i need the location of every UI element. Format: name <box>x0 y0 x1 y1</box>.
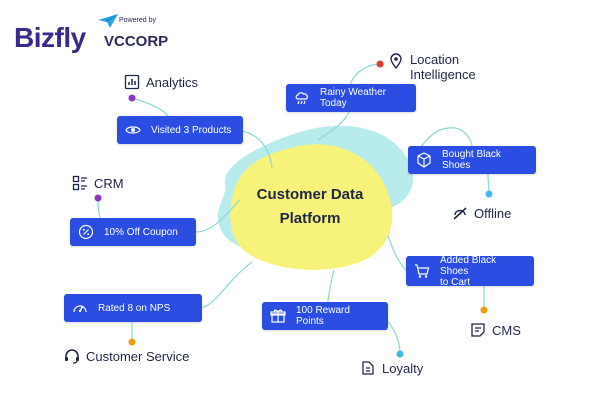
partner-logo: VCCORP <box>104 33 169 50</box>
gauge-icon <box>73 305 87 313</box>
category-cms-label: CMS <box>492 322 521 338</box>
cart-icon <box>415 264 430 278</box>
node-added-to-cart[interactable]: Added Black Shoes to Cart <box>406 255 534 288</box>
category-analytics: Analytics <box>124 74 198 90</box>
dot-orange-service <box>128 338 136 346</box>
node-rainy-weather-label: Rainy Weather Today <box>320 87 386 109</box>
center-label: Customer Data Platform <box>245 183 375 231</box>
category-location-label: Location Intelligence <box>410 52 476 82</box>
node-bought-shoes-label: Bought Black Shoes <box>442 149 501 171</box>
eye-icon <box>125 126 141 134</box>
location-pin-icon <box>390 53 402 69</box>
connector-added <box>387 235 407 271</box>
node-coupon-label: 10% Off Coupon <box>104 226 178 238</box>
dot-red <box>376 60 384 68</box>
box-icon <box>417 152 431 168</box>
node-coupon[interactable]: 10% Off Coupon <box>70 218 196 246</box>
connector-analytics <box>131 97 169 117</box>
category-location-line2: Intelligence <box>410 67 476 82</box>
category-crm-label: CRM <box>94 175 124 191</box>
dot-teal-loyalty <box>396 350 404 358</box>
connector-nps <box>201 261 253 309</box>
dot-purple-analytics <box>128 94 136 102</box>
category-loyalty-label: Loyalty <box>382 360 424 376</box>
node-rainy-weather[interactable]: Rainy Weather Today <box>286 84 416 112</box>
category-crm: CRM <box>72 175 124 191</box>
percent-badge-icon <box>78 224 94 240</box>
bar-chart-icon <box>124 74 140 90</box>
connector-location <box>349 63 379 87</box>
node-visited-products[interactable]: Visited 3 Products <box>117 116 243 144</box>
node-bought-shoes[interactable]: Bought Black Shoes <box>408 146 536 174</box>
category-offline-label: Offline <box>474 205 512 221</box>
yellow-blob <box>230 144 393 270</box>
node-nps[interactable]: Rated 8 on NPS <box>64 294 202 322</box>
gift-icon <box>270 309 286 323</box>
powered-by-label: Powered by <box>119 17 156 24</box>
offline-icon <box>453 207 467 220</box>
node-reward-points-label: 100 Reward Points <box>296 305 350 327</box>
cloud-rain-icon <box>295 92 308 105</box>
node-visited-products-label: Visited 3 Products <box>151 124 232 136</box>
node-added-to-cart-line1: Added Black Shoes <box>440 254 497 277</box>
dot-teal-offline <box>485 190 493 198</box>
crm-icon <box>72 175 87 191</box>
connector-coupon <box>195 199 241 233</box>
node-added-to-cart-label: Added Black Shoes to Cart <box>440 255 526 288</box>
node-reward-points[interactable]: 100 Reward Points <box>262 302 388 330</box>
cms-icon <box>471 323 485 337</box>
category-analytics-label: Analytics <box>146 74 199 90</box>
category-customer-service-label: Customer Service <box>86 348 190 364</box>
dot-orange-cms <box>480 306 488 314</box>
dot-purple-crm <box>94 194 102 202</box>
category-loyalty: Loyalty <box>360 360 423 376</box>
category-cms: CMS <box>470 322 521 338</box>
connector-rainy <box>317 109 351 141</box>
brand-name: Bizfly <box>14 22 86 53</box>
paper-plane-icon <box>98 14 118 28</box>
category-offline: Offline <box>452 205 511 221</box>
center-label-line2: Platform <box>279 210 341 227</box>
category-location: Location Intelligence <box>388 52 476 82</box>
node-nps-label: Rated 8 on NPS <box>98 302 171 314</box>
center-label-line1: Customer Data <box>256 186 364 203</box>
node-added-to-cart-line2: to Cart <box>440 276 471 288</box>
brand-logo: Bizfly Powered by VCCORP <box>14 14 184 54</box>
loyalty-icon <box>362 361 374 375</box>
category-location-line1: Location <box>410 52 460 67</box>
headset-icon <box>65 349 79 364</box>
category-customer-service: Customer Service <box>64 348 189 364</box>
